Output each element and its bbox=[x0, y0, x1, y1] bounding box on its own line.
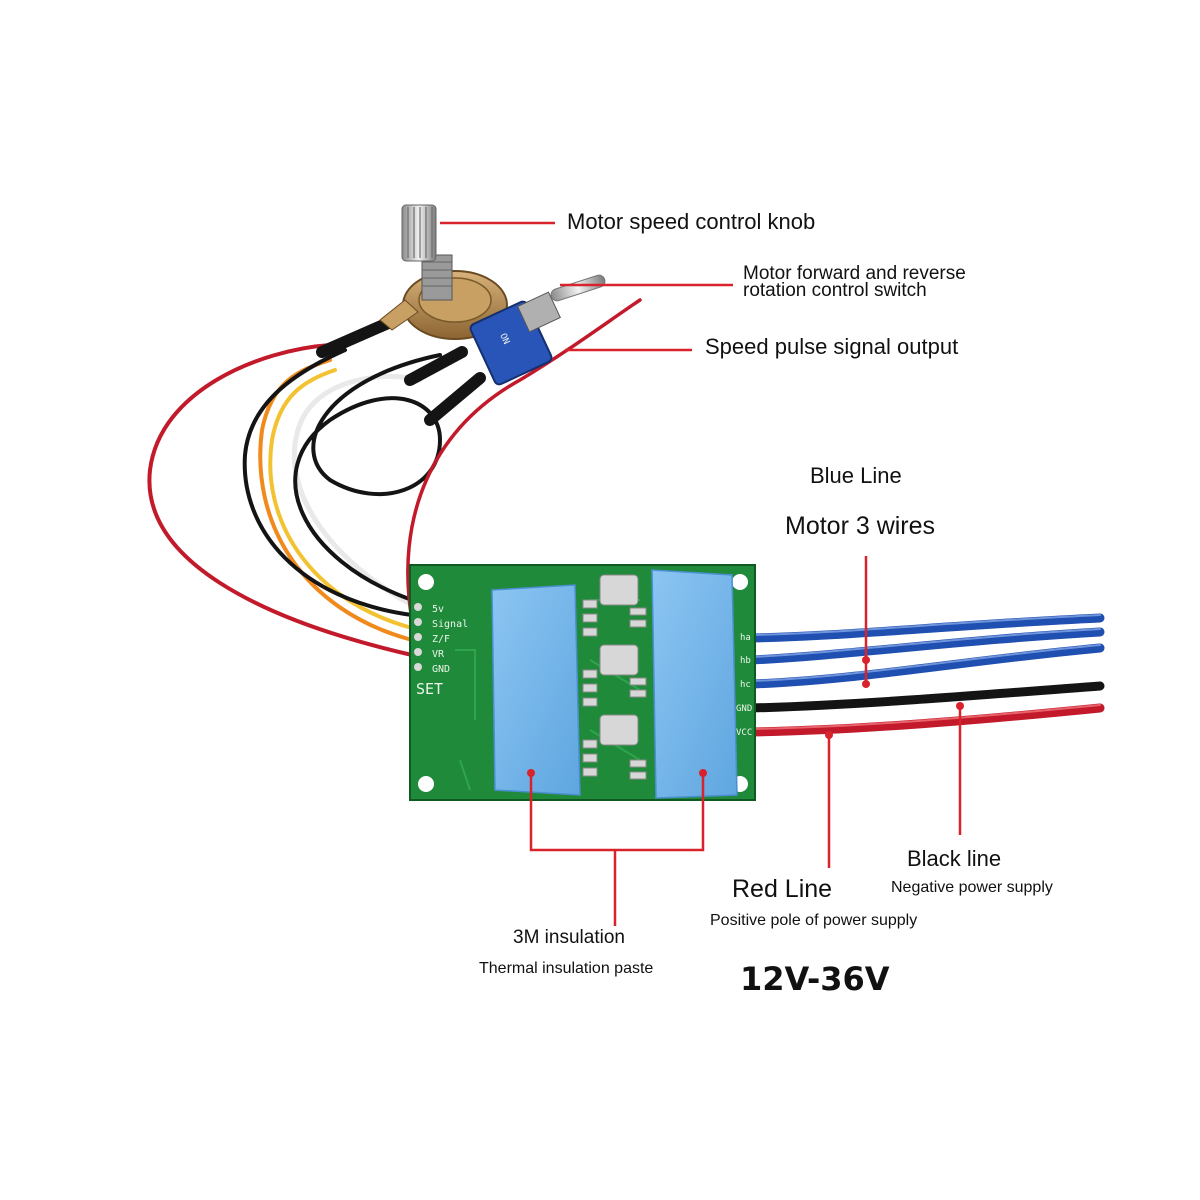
silk-hb: hb bbox=[740, 656, 751, 666]
black-loop-wire bbox=[293, 353, 443, 602]
label-blue-line: Blue Line bbox=[810, 463, 902, 488]
silk-5v: 5v bbox=[432, 604, 444, 615]
label-voltage: 12V-36V bbox=[740, 960, 890, 998]
controller-board: 5v Signal Z/F VR GND SET ha hb hc GND VC… bbox=[409, 564, 756, 801]
mount-hole bbox=[732, 574, 748, 590]
insulation-pad-left bbox=[491, 584, 581, 796]
silk-signal: Signal bbox=[432, 619, 468, 630]
insulation-pad-right bbox=[651, 569, 738, 799]
power-motor-wires bbox=[747, 613, 1105, 737]
label-insulation-desc: Thermal insulation paste bbox=[479, 960, 653, 977]
silk-gnd-r: GND bbox=[736, 704, 752, 714]
svg-text:ON: ON bbox=[497, 332, 511, 346]
silk-gnd: GND bbox=[432, 664, 450, 675]
silk-vcc: VCC bbox=[736, 728, 752, 738]
blue-wire-3 bbox=[747, 643, 1105, 689]
label-red-desc: Positive pole of power supply bbox=[710, 912, 917, 929]
red-pulse-wire bbox=[406, 298, 642, 622]
label-insulation: 3M insulation bbox=[513, 927, 625, 948]
silk-set: SET bbox=[416, 680, 443, 698]
speed-knob bbox=[379, 204, 508, 340]
direction-switch: ON bbox=[469, 274, 606, 386]
label-knob: Motor speed control knob bbox=[567, 209, 815, 234]
signal-wires bbox=[147, 298, 642, 657]
silk-ha: ha bbox=[740, 633, 751, 643]
label-black-desc: Negative power supply bbox=[891, 879, 1053, 896]
blue-wire-1 bbox=[747, 613, 1105, 643]
label-pulse: Speed pulse signal output bbox=[705, 334, 958, 359]
red-knob-wire bbox=[147, 343, 414, 657]
label-red-line: Red Line bbox=[732, 875, 832, 903]
black-power-wire bbox=[747, 681, 1105, 713]
red-power-wire bbox=[747, 703, 1105, 737]
label-switch-line1: Motor forward and reverse bbox=[743, 263, 966, 284]
label-motor-wires: Motor 3 wires bbox=[785, 512, 935, 540]
label-black-line: Black line bbox=[907, 846, 1001, 871]
silk-zf: Z/F bbox=[432, 634, 450, 645]
heat-shrink bbox=[316, 314, 486, 426]
silk-vr: VR bbox=[432, 649, 445, 660]
silk-hc: hc bbox=[740, 680, 751, 690]
blue-wire-2 bbox=[747, 627, 1105, 665]
mount-hole bbox=[418, 776, 434, 792]
label-switch-line2: rotation control switch bbox=[743, 280, 927, 301]
black-knob-wire bbox=[242, 348, 414, 617]
callout-dots bbox=[527, 656, 964, 777]
mount-hole bbox=[418, 574, 434, 590]
